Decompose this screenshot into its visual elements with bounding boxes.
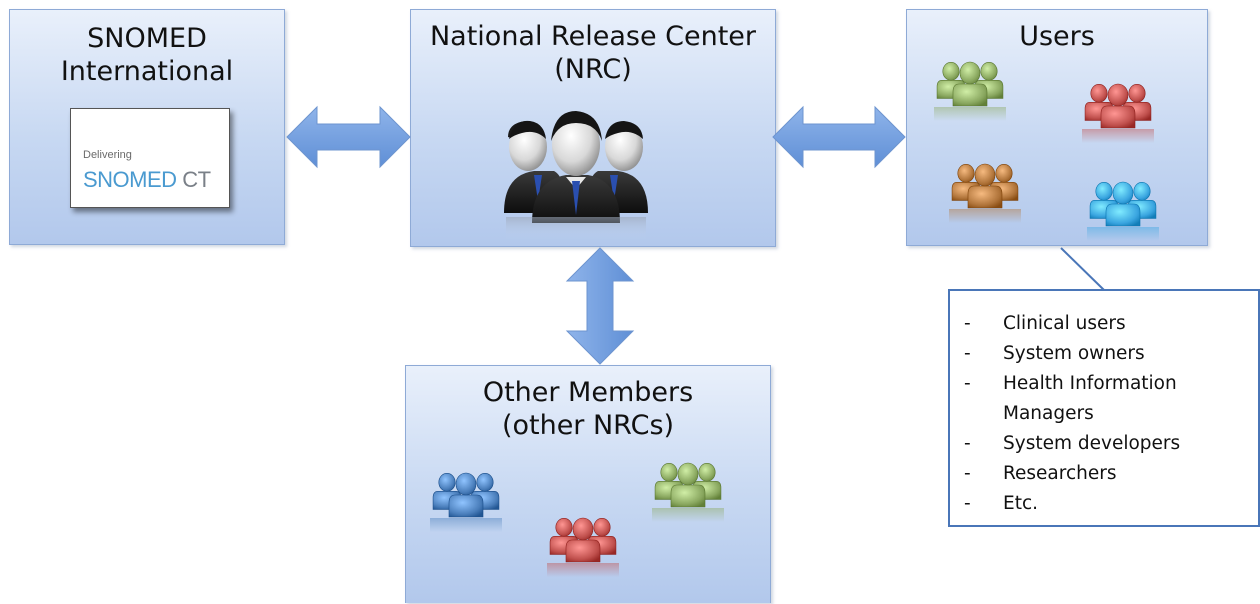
user-types-callout: - Clinical users - System owners - Health I…: [948, 289, 1260, 527]
list-item-continuation: Managers: [950, 399, 1258, 429]
list-dash: -: [964, 493, 971, 514]
snomed-title-line2: International: [60, 56, 234, 87]
user-group-icon: [652, 462, 724, 522]
snomed-international-box: SNOMED International Delivering SNOMED C…: [9, 9, 285, 245]
other-members-box: Other Members (other NRCs): [405, 365, 771, 603]
list-item-text: Clinical users: [1003, 313, 1126, 334]
other-member-groups-icons: [430, 462, 724, 577]
snomed-title: SNOMED International: [10, 22, 284, 88]
list-item: - Health Information: [950, 369, 1258, 399]
nrc-users-arrow: [772, 105, 906, 169]
list-dash: -: [964, 433, 971, 454]
callout-pointer-line: [1060, 247, 1105, 291]
user-group-icon: [934, 61, 1006, 121]
list-item-text: System owners: [1003, 343, 1145, 364]
list-item: - Clinical users: [950, 309, 1258, 339]
list-dash: -: [964, 343, 971, 364]
business-team-icon: [504, 111, 648, 239]
user-groups-icons: [934, 61, 1159, 241]
user-group-icon: [1082, 83, 1154, 143]
logo-tagline: Delivering: [83, 149, 132, 161]
snomed-title-line1: SNOMED: [87, 23, 207, 54]
users-box: Users: [906, 9, 1208, 246]
nrc-title-line1: National Release Center: [429, 21, 757, 52]
list-item-text: Managers: [1003, 403, 1094, 424]
snomed-ct-logo: Delivering SNOMED CT: [70, 108, 230, 208]
list-dash: -: [964, 313, 971, 334]
logo-ct-text: CT: [182, 167, 211, 192]
snomed-nrc-arrow: [286, 105, 411, 169]
user-group-icon: [547, 517, 619, 577]
list-dash: -: [964, 373, 971, 394]
user-types-list: - Clinical users - System owners - Health I…: [950, 291, 1258, 519]
list-dash: -: [964, 463, 971, 484]
list-item: - System owners: [950, 339, 1258, 369]
nrc-title-line2: (NRC): [554, 54, 632, 85]
list-item: - System developers: [950, 429, 1258, 459]
list-item-text: System developers: [1003, 433, 1181, 454]
other-members-title-line2: (other NRCs): [501, 410, 675, 441]
nrc-other-arrow: [565, 247, 635, 365]
other-members-title: Other Members (other NRCs): [406, 376, 770, 442]
list-item-text: Etc.: [1003, 493, 1038, 514]
list-item: - Researchers: [950, 459, 1258, 489]
user-group-icon: [430, 472, 502, 532]
list-item: - Etc.: [950, 489, 1258, 519]
user-group-icon: [949, 163, 1021, 223]
other-members-title-line1: Other Members: [482, 377, 694, 408]
users-title: Users: [1019, 21, 1095, 52]
user-group-icon: [1087, 181, 1159, 241]
list-item-text: Health Information: [1003, 373, 1177, 394]
logo-wordmark: SNOMED CT: [83, 167, 211, 193]
nrc-title: National Release Center (NRC): [411, 20, 775, 86]
list-item-text: Researchers: [1003, 463, 1117, 484]
logo-snomed-text: SNOMED: [83, 167, 177, 192]
nrc-box: National Release Center (NRC): [410, 9, 776, 247]
